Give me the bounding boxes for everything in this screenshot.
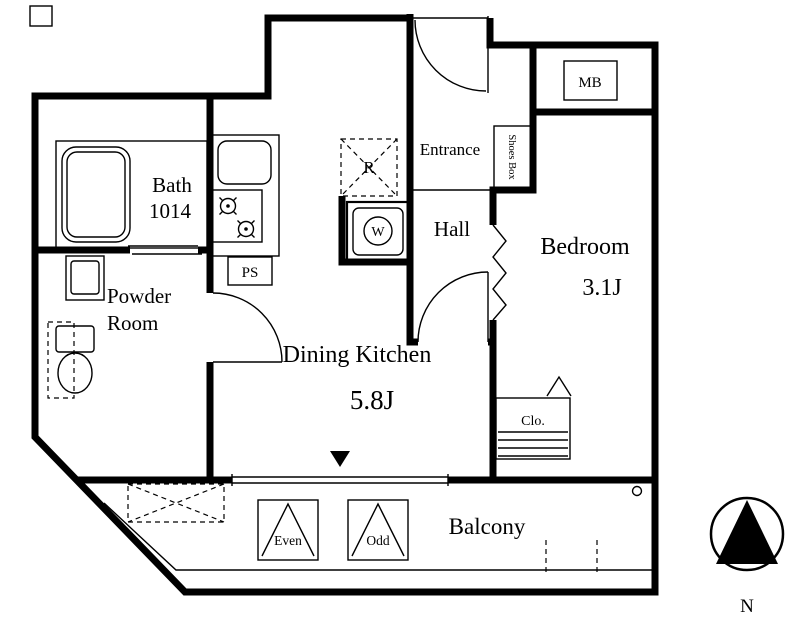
bath-sliding-door [128, 245, 202, 255]
evacuation-hatch-odd [347, 499, 409, 561]
shoes-box-label: Shoes Box [506, 134, 517, 180]
closet-label: Clo. [521, 414, 545, 429]
kitchen-sink-icon [217, 140, 272, 185]
meter-box-label: MB [578, 75, 601, 91]
north-label: N [740, 596, 754, 617]
hall-door [417, 271, 489, 343]
washer-space [345, 200, 411, 263]
drain-mark [631, 485, 643, 497]
kitchen-counter [210, 134, 280, 257]
meter-box [563, 60, 618, 101]
entrance-label: Entrance [420, 140, 480, 159]
compass-needle-icon [716, 500, 778, 564]
bath-unit [55, 140, 208, 249]
pipe-space-box [227, 256, 273, 286]
closet [495, 375, 572, 460]
outer-walls [31, 14, 659, 596]
bedroom-label: Bedroom [540, 234, 630, 260]
shoes-box [493, 125, 533, 189]
balcony-dashed-marks [545, 540, 598, 574]
burner-icon [237, 220, 255, 238]
stove-icon [211, 189, 263, 243]
bath-label: Bath [152, 173, 192, 197]
toilet-icon [55, 325, 95, 394]
evacuation-hatch-even [257, 499, 319, 561]
washer-label: W [371, 225, 385, 240]
closet-door-mark [546, 375, 572, 397]
balcony-window [231, 474, 449, 486]
powder-room-label-line1: Powder [107, 284, 171, 308]
interior-walls [35, 14, 655, 480]
entry-direction-marker [330, 451, 350, 467]
bedroom-folding-door [492, 224, 507, 321]
hatch-even-label: Even [274, 533, 302, 548]
corner-marker-square [29, 5, 53, 27]
hall-label: Hall [434, 217, 470, 241]
burner-icon [219, 197, 237, 215]
bath-size-label: 1014 [149, 199, 192, 223]
dining-kitchen-size-label: 5.8J [350, 385, 394, 415]
toilet-space [47, 321, 75, 399]
ac-unit-space [127, 483, 225, 523]
entrance-door [412, 16, 489, 93]
balcony-railing [103, 502, 655, 571]
powder-room-door [212, 292, 283, 363]
powder-room-label-line2: Room [107, 311, 158, 335]
refrigerator-space [340, 138, 398, 197]
dining-kitchen-label: Dining Kitchen [283, 342, 432, 368]
pipe-space-label: PS [242, 265, 259, 281]
bedroom-size-label: 3.1J [582, 275, 621, 301]
bathtub-icon [61, 146, 131, 243]
balcony-label: Balcony [449, 514, 526, 539]
compass-icon [709, 496, 785, 572]
refrigerator-label: R [363, 158, 375, 177]
washer-drum-icon [363, 216, 393, 246]
vanity-icon [65, 255, 105, 301]
hatch-odd-label: Odd [366, 533, 389, 548]
